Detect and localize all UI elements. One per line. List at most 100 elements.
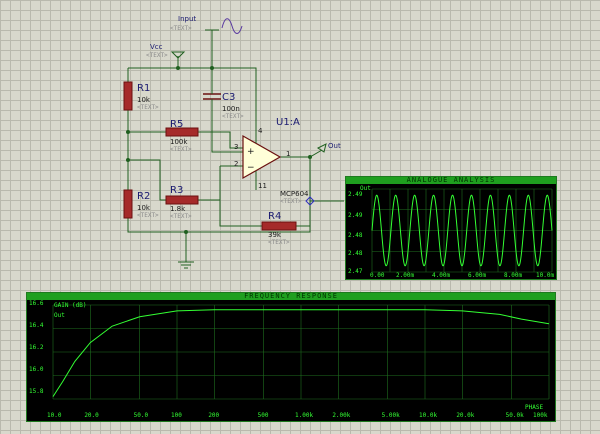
vcc-rail-wire xyxy=(128,67,257,128)
frequency-y-tick: 16.0 xyxy=(29,366,44,373)
r5-right-wire xyxy=(198,131,243,149)
c3-to-plus-wire xyxy=(211,104,243,153)
feedback-wire xyxy=(219,166,262,227)
r3-value: 1.8k xyxy=(170,205,186,213)
input-text-placeholder: <TEXT> xyxy=(170,25,192,32)
r5-name: R5 xyxy=(170,119,184,130)
r1-name: R1 xyxy=(137,83,151,94)
resistor-r2-body[interactable] xyxy=(123,189,133,219)
wires xyxy=(127,30,344,262)
r3-text-placeholder: <TEXT> xyxy=(170,213,192,220)
frequency-trace-label: Out xyxy=(54,312,65,319)
pin-3-label: 3 xyxy=(234,143,239,151)
junction-dot xyxy=(126,130,130,134)
opamp-triangle xyxy=(242,134,282,180)
vcc-terminal-icon[interactable] xyxy=(170,51,186,59)
frequency-y-tick: 16.2 xyxy=(29,344,44,351)
resistor-r5-body[interactable] xyxy=(165,127,199,137)
analogue-y-tick: 2.47 xyxy=(348,268,363,275)
plus-sign: + xyxy=(247,147,255,157)
input-label: Input xyxy=(178,15,197,23)
probe-icon[interactable] xyxy=(305,196,315,206)
analogue-out-trace xyxy=(371,194,553,267)
r1-value: 10k xyxy=(137,96,150,104)
analogue-y-tick: 2.49 xyxy=(348,212,363,219)
r4-name: R4 xyxy=(268,211,282,222)
junction-dot xyxy=(210,66,214,70)
junction-dot xyxy=(126,158,130,162)
output-terminal-icon[interactable] xyxy=(317,143,327,153)
frequency-response-graph[interactable]: FREQUENCY RESPONSE GAIN (dB) Out PHASE 1… xyxy=(26,292,556,422)
analogue-y-tick: 2.48 xyxy=(348,250,363,257)
frequency-out-trace xyxy=(52,309,550,397)
analogue-y-tick: 2.49 xyxy=(348,191,363,198)
analogue-trace-label: Out xyxy=(360,185,371,192)
sine-source-icon[interactable] xyxy=(205,18,243,34)
frequency-x-tick: 100 xyxy=(171,412,182,419)
resistor-r1-body[interactable] xyxy=(123,81,133,111)
u1-text-placeholder: <TEXT> xyxy=(280,198,302,205)
gain-axis-label: GAIN (dB) xyxy=(54,302,87,309)
analogue-x-tick: 4.00m xyxy=(432,272,451,279)
junction-dot xyxy=(308,155,312,159)
frequency-x-tick: 500 xyxy=(257,412,269,419)
r1-text-placeholder: <TEXT> xyxy=(137,104,159,111)
frequency-x-tick: 10.0k xyxy=(419,412,438,419)
u1-name: U1:A xyxy=(276,117,300,128)
analogue-analysis-title: ANALOGUE ANALYSIS xyxy=(346,177,556,184)
bottom-rail-wire xyxy=(127,218,311,233)
junctions xyxy=(126,66,312,234)
minus-sign: − xyxy=(247,163,255,173)
frequency-y-tick: 16.4 xyxy=(29,322,44,329)
frequency-x-tick: 1.00k xyxy=(295,412,314,419)
frequency-x-tick: 2.00k xyxy=(332,412,351,419)
out-label: Out xyxy=(328,142,341,150)
r2-name: R2 xyxy=(137,191,151,202)
analogue-x-tick: 8.00m xyxy=(504,272,523,279)
opamp-u1[interactable]: + − xyxy=(242,128,282,182)
r5-value: 100k xyxy=(170,138,188,146)
ground-icon xyxy=(178,261,194,269)
frequency-x-tick: 20.0k xyxy=(456,412,475,419)
r2-value: 10k xyxy=(137,204,150,212)
pin-11-label: 11 xyxy=(258,182,267,190)
frequency-plot xyxy=(52,304,550,400)
u1-part: MCP604 xyxy=(280,190,309,198)
analogue-plot xyxy=(371,188,553,273)
frequency-x-tick: 50.0 xyxy=(133,412,149,419)
analogue-analysis-graph[interactable]: ANALOGUE ANALYSIS Out 2.49 2.49 2.48 2.4… xyxy=(345,176,557,280)
analogue-x-tick: 2.00m xyxy=(396,272,415,279)
junction-dot xyxy=(176,66,180,70)
frequency-x-tick: 5.00k xyxy=(381,412,400,419)
analogue-grid xyxy=(371,188,553,273)
junction-dot xyxy=(184,230,188,234)
r2-text-placeholder: <TEXT> xyxy=(137,212,159,219)
frequency-grid xyxy=(52,304,550,400)
vcc-label: Vcc xyxy=(150,43,163,51)
c3-text-placeholder: <TEXT> xyxy=(222,113,244,120)
r4-value: 39k xyxy=(268,231,281,239)
frequency-x-tick: 100k xyxy=(533,412,548,419)
analogue-x-tick: 10.0m xyxy=(536,272,555,279)
frequency-x-tick: 20.0 xyxy=(84,412,99,419)
r3-name: R3 xyxy=(170,185,184,196)
c3-value: 100n xyxy=(222,105,240,113)
r3-left-wire xyxy=(128,159,166,201)
resistors xyxy=(123,81,297,231)
r5-text-placeholder: <TEXT> xyxy=(170,146,192,153)
r4-text-placeholder: <TEXT> xyxy=(268,239,290,246)
frequency-x-tick: 50.0k xyxy=(505,412,524,419)
resistor-r3-body[interactable] xyxy=(165,195,199,205)
analogue-x-tick: 0.00 xyxy=(370,272,385,279)
capacitor-c3[interactable] xyxy=(203,93,221,100)
phase-label: PHASE xyxy=(525,404,544,411)
pin-2-label: 2 xyxy=(234,160,239,168)
analogue-y-tick: 2.48 xyxy=(348,232,363,239)
pin-1-label: 1 xyxy=(286,150,291,158)
resistor-r4-body[interactable] xyxy=(261,221,297,231)
c3-name: C3 xyxy=(222,92,236,103)
r4-right-wire xyxy=(296,157,311,227)
frequency-x-tick: 10.0 xyxy=(47,412,62,419)
pin-4-label: 4 xyxy=(258,127,263,135)
